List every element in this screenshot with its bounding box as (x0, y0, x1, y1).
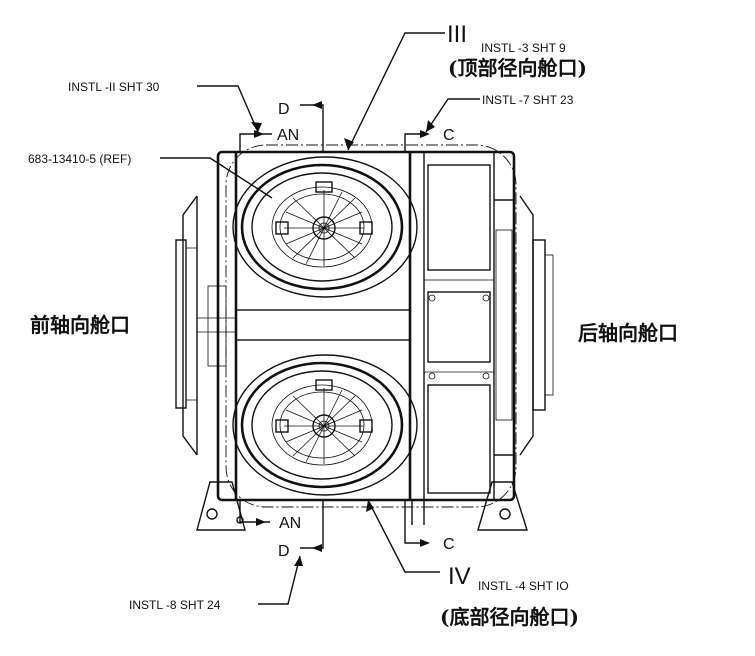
section-iii-label: III (447, 21, 467, 48)
bottom-radial-hatch (232, 354, 418, 496)
leader-lines (160, 32, 480, 605)
bottom-radial-port-label: (底部径向舱口) (440, 605, 579, 629)
section-an-bottom: AN (279, 515, 301, 532)
rear-panel-middle (427, 291, 491, 363)
ref-part-label: 683-13410-5 (REF) (28, 152, 131, 166)
section-c-top: C (443, 127, 455, 144)
top-radial-hatch (232, 156, 418, 298)
center-beam (235, 309, 411, 341)
instl-7-label: INSTL -7 SHT 23 (482, 93, 574, 107)
main-frame (216, 150, 516, 502)
rear-flange (532, 239, 546, 411)
rear-axial-port-label: 后轴向舱口 (578, 321, 678, 345)
section-d-bottom: D (278, 543, 290, 560)
front-support-leg (196, 481, 246, 531)
instl-8-label: INSTL -8 SHT 24 (129, 598, 221, 612)
front-axial-port-label: 前轴向舱口 (30, 313, 130, 337)
instl-3-label: INSTL -3 SHT 9 (481, 41, 566, 55)
rear-panel-upper (427, 164, 491, 271)
front-flange (175, 239, 187, 409)
section-d-top: D (278, 101, 290, 118)
section-iv-label: IV (448, 563, 471, 590)
instl-11-label: INSTL -II SHT 30 (68, 80, 160, 94)
section-an-top: AN (277, 127, 299, 144)
rear-endcap (519, 195, 534, 456)
top-radial-port-label: (顶部径向舱口) (448, 56, 587, 80)
top-hatch-latches (284, 190, 364, 266)
rear-panel-lower (427, 384, 491, 494)
section-c-bottom: C (443, 536, 455, 553)
bottom-hatch-latches (284, 388, 364, 464)
instl-4-label: INSTL -4 SHT IO (478, 579, 569, 593)
module-body (175, 144, 554, 531)
envelope-outline (225, 144, 517, 508)
front-endcap (182, 195, 198, 456)
rear-support-leg (477, 481, 528, 531)
